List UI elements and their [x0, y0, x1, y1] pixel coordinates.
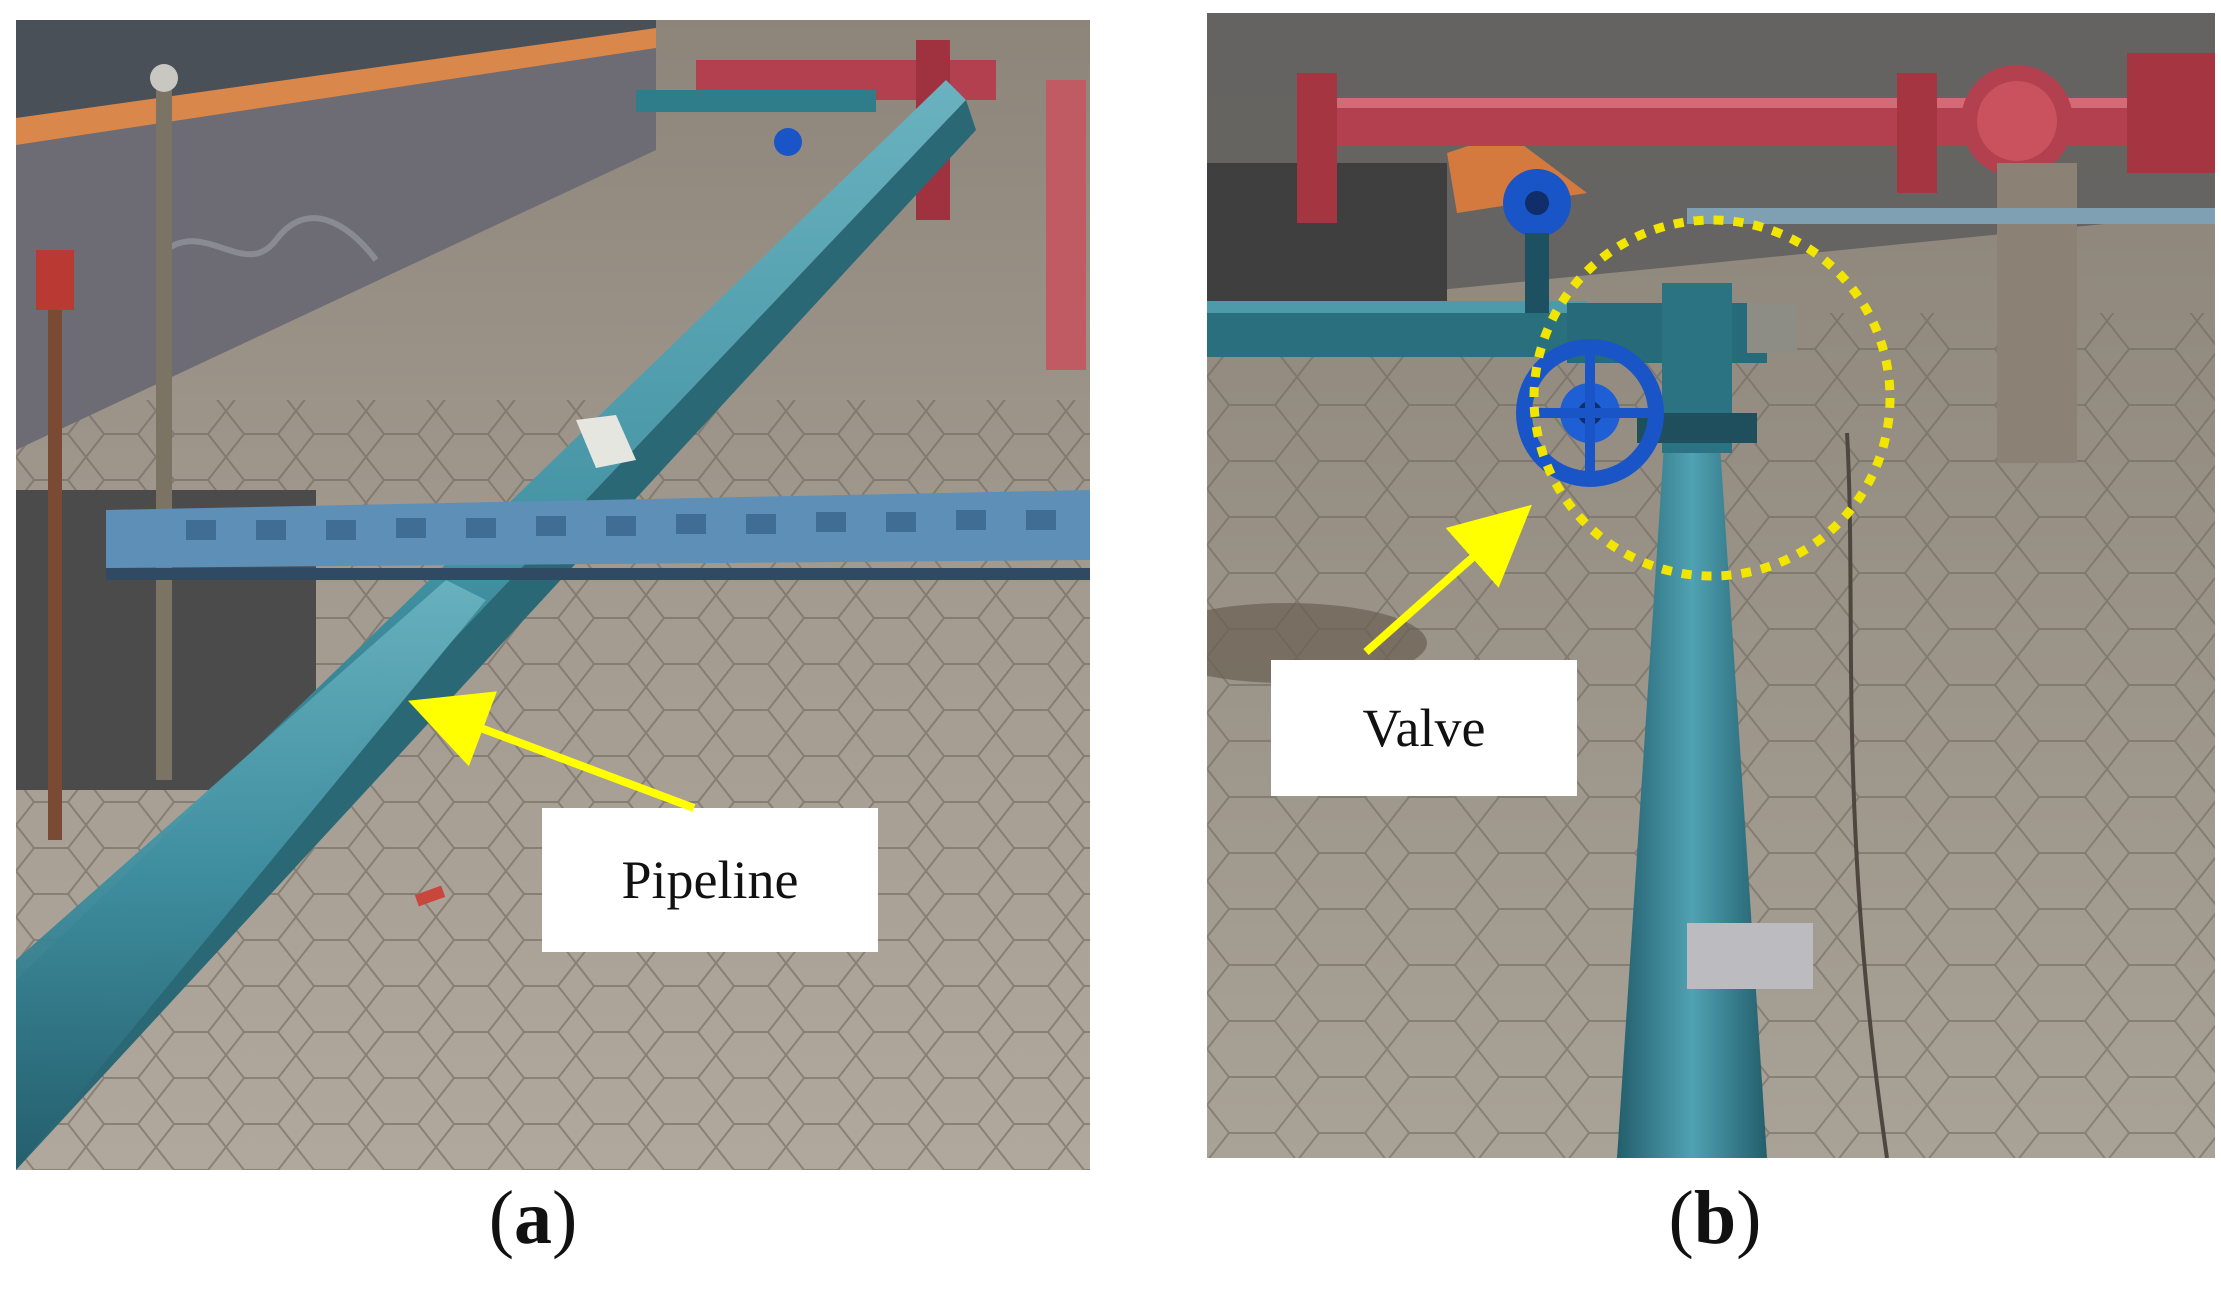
- photo-panel-a: [16, 20, 1090, 1170]
- pipeline-callout-label: Pipeline: [542, 808, 878, 952]
- caption-b-letter: b: [1693, 1176, 1737, 1260]
- pipeline-photo: [16, 20, 1090, 1170]
- photo-panel-b: [1207, 13, 2215, 1158]
- caption-b-open: (: [1668, 1176, 1694, 1260]
- caption-b: (b): [1565, 1175, 1865, 1262]
- valve-photo: [1207, 13, 2215, 1158]
- caption-a: (a): [383, 1175, 683, 1262]
- caption-a-letter: a: [514, 1176, 552, 1260]
- caption-a-open: (: [488, 1176, 514, 1260]
- valve-callout-label: Valve: [1271, 660, 1577, 796]
- caption-a-close: ): [552, 1176, 578, 1260]
- caption-b-close: ): [1736, 1176, 1762, 1260]
